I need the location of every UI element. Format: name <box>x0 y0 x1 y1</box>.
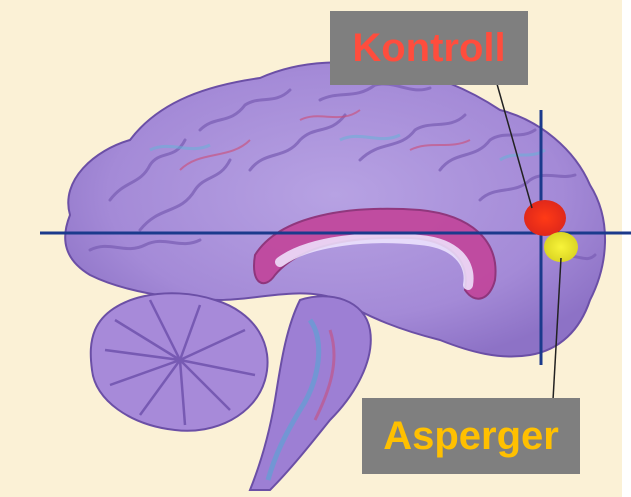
control-label-box: Kontroll <box>330 11 528 85</box>
asperger-activation-spot <box>544 232 578 262</box>
control-label-text: Kontroll <box>352 26 505 71</box>
control-activation-spot <box>524 200 566 236</box>
asperger-label-text: Asperger <box>383 414 559 459</box>
asperger-label-box: Asperger <box>362 398 580 474</box>
